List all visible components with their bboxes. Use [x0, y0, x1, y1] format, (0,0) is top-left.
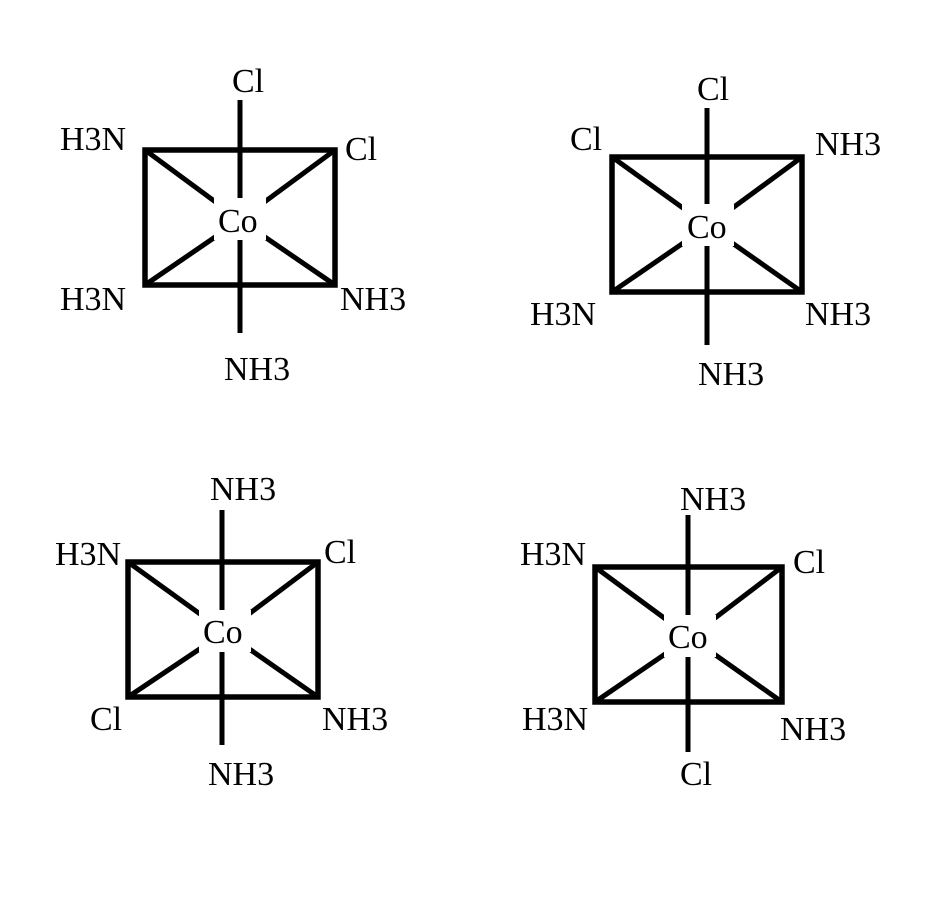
ligand-lower-right: NH3 [340, 281, 406, 318]
ligand-upper-left: H3N [60, 121, 126, 158]
metal-label-backdrop [664, 615, 716, 657]
ligand-upper-right: Cl [345, 131, 377, 168]
ligand-lower-right: NH3 [780, 711, 846, 748]
ligand-center: Co [668, 619, 708, 656]
ligand-lower-left: Cl [90, 701, 122, 738]
metal-label-backdrop [214, 198, 266, 240]
ligand-center: Co [218, 203, 258, 240]
ligand-bottom: NH3 [224, 351, 290, 388]
ligand-upper-right: NH3 [815, 126, 881, 163]
metal-label-backdrop [199, 610, 251, 652]
ligand-lower-right: NH3 [805, 296, 871, 333]
equatorial-plane [592, 564, 785, 705]
ligand-upper-left: Cl [570, 121, 602, 158]
equatorial-plane [609, 154, 805, 295]
ligand-bottom: NH3 [208, 756, 274, 793]
equatorial-plane [125, 559, 321, 700]
ligand-lower-left: H3N [60, 281, 126, 318]
ligand-upper-right: Cl [793, 544, 825, 581]
ligand-top: NH3 [210, 471, 276, 508]
equatorial-plane [142, 147, 338, 288]
ligand-center: Co [687, 209, 727, 246]
ligand-top: Cl [697, 71, 729, 108]
ligand-center: Co [203, 614, 243, 651]
ligand-bottom: Cl [680, 756, 712, 793]
ligand-bottom: NH3 [698, 356, 764, 393]
ligand-lower-left: H3N [522, 701, 588, 738]
ligand-top: NH3 [680, 481, 746, 518]
ligand-lower-left: H3N [530, 296, 596, 333]
ligand-upper-left: H3N [55, 536, 121, 573]
ligand-upper-right: Cl [324, 534, 356, 571]
ligand-lower-right: NH3 [322, 701, 388, 738]
ligand-top: Cl [232, 63, 264, 100]
metal-label-backdrop [682, 204, 734, 246]
ligand-upper-left: H3N [520, 536, 586, 573]
